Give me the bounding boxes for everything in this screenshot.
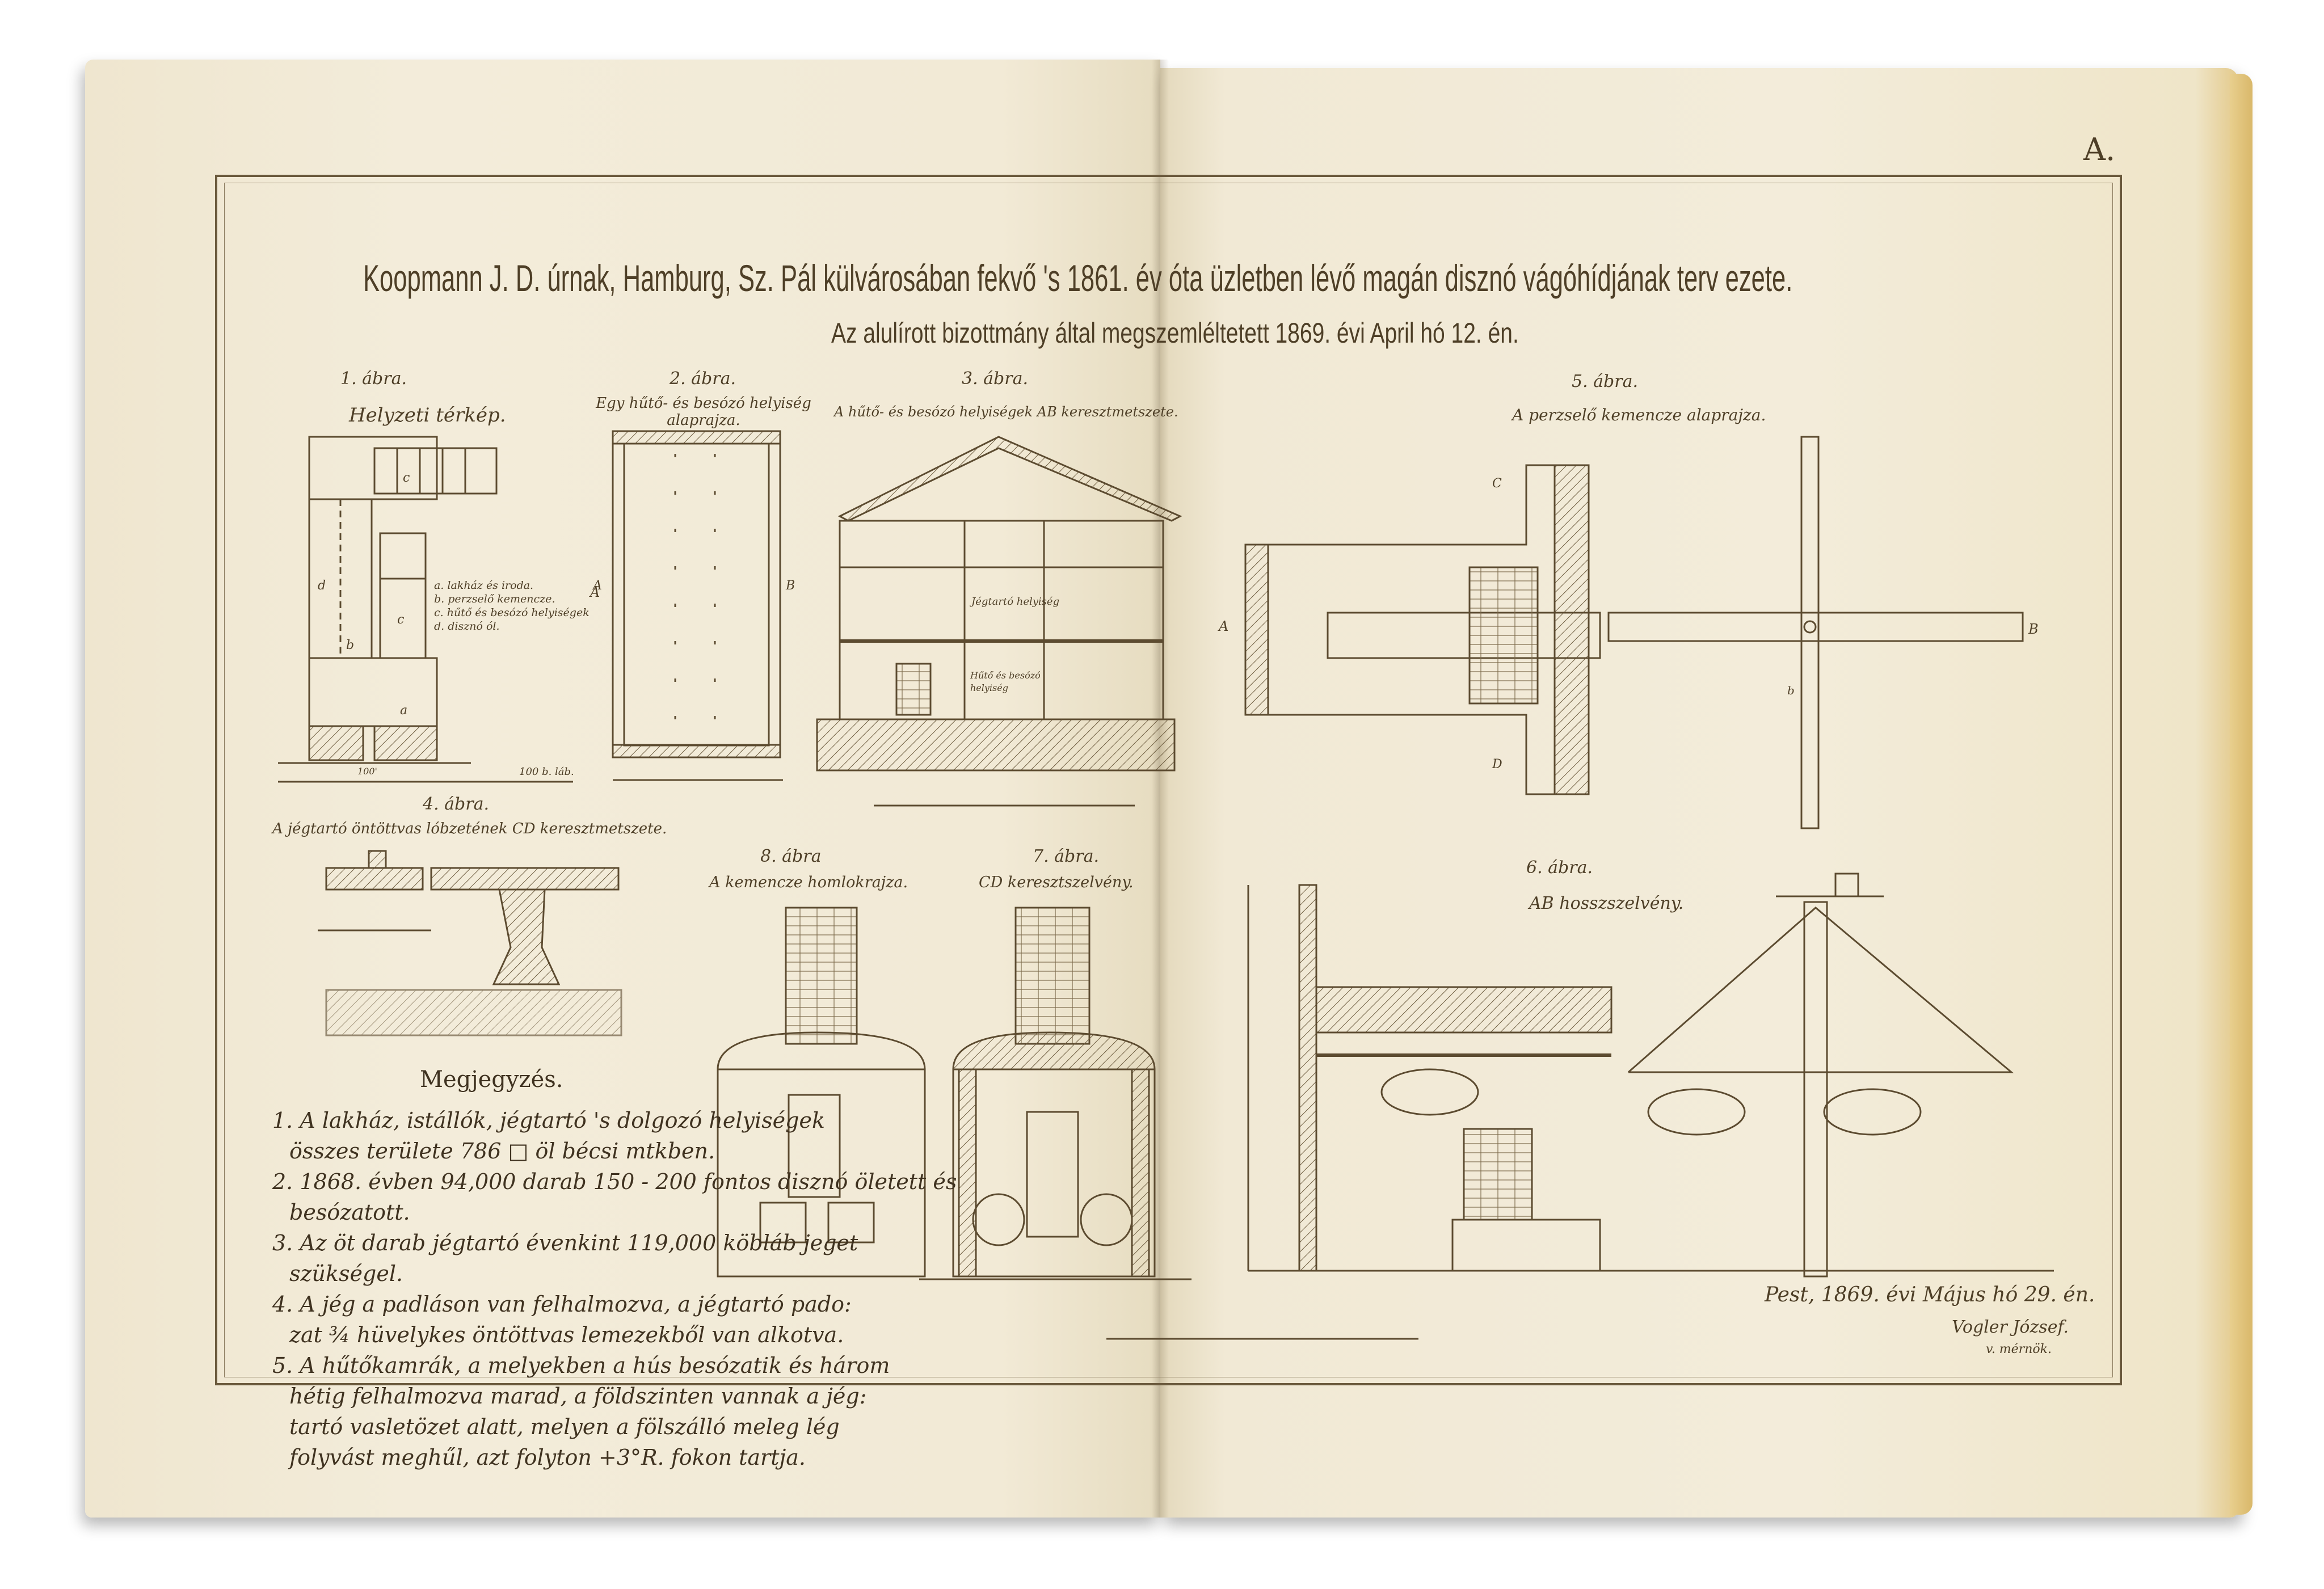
plate-border xyxy=(215,175,2122,1385)
note-line: tartó vasletözet alatt, melyen a fölszál… xyxy=(289,1414,840,1439)
legend-item: d. disznó ól. xyxy=(434,620,500,633)
notes-heading: Megjegyzés. xyxy=(420,1067,563,1093)
fig7-caption: CD keresztszelvény. xyxy=(979,874,1134,891)
fig4-caption: A jégtartó öntöttvas lóbzetének CD keres… xyxy=(272,820,667,837)
note-line: 1. A lakház, istállók, jégtartó 's dolgo… xyxy=(272,1108,825,1133)
fig5-mark-C: C xyxy=(1492,477,1502,491)
note-line: szükségel. xyxy=(289,1261,403,1286)
fig8-caption: A kemencze homlokrajza. xyxy=(709,874,908,891)
fig1-mark-a: a xyxy=(400,703,408,718)
notes-list: 1. A lakház, istállók, jégtartó 's dolgo… xyxy=(272,1105,957,1473)
plate-letter: A. xyxy=(2083,132,2116,167)
fig3-mark-ice: Jégtartó helyiség xyxy=(971,596,1060,608)
fig4-label: 4. ábra. xyxy=(423,794,490,814)
note-line: besózatott. xyxy=(289,1200,410,1225)
fig8-label: 8. ábra xyxy=(760,846,822,866)
note-line: zat ¾ hüvelykes öntöttvas lemezekből van… xyxy=(289,1322,844,1347)
fig6-caption: AB hosszszelvény. xyxy=(1529,893,1684,913)
fig5-label: 5. ábra. xyxy=(1572,372,1639,391)
fig2-caption: Egy hűtő- és besózó helyiség alaprajza. xyxy=(596,395,811,429)
fig1-label: 1. ábra. xyxy=(340,369,407,389)
fig1-mark-A: A xyxy=(590,584,600,600)
fig1-scale-label: 100 b. láb. xyxy=(519,766,574,778)
fig4-detail xyxy=(318,850,622,1036)
legend-item: a. lakház és iroda. xyxy=(434,579,534,592)
note-line: hétig felhalmozva marad, a földszinten v… xyxy=(289,1384,867,1409)
fig3-cross-section xyxy=(816,436,1182,807)
signature-role: v. mérnök. xyxy=(1986,1342,2052,1356)
fig1-caption: Helyzeti térkép. xyxy=(349,404,506,427)
note-line: 3. Az öt darab jégtartó évenkint 119,000… xyxy=(272,1230,858,1255)
fig8-oven-front xyxy=(717,907,926,1278)
note-line: 2. 1868. évben 94,000 darab 150 - 200 fo… xyxy=(272,1169,957,1194)
fig1-mark-c: c xyxy=(403,471,410,485)
signature-date: Pest, 1869. évi Május hó 29. én. xyxy=(1765,1283,2095,1306)
plate-title: Koopmann J. D. úrnak, Hamburg, Sz. Pál k… xyxy=(363,257,1793,299)
legend-item: c. hűtő és besózó helyiségek xyxy=(434,606,590,619)
fig3-mark-cool: Hűtő és besózó helyiség xyxy=(970,670,1041,693)
fig6-long-section xyxy=(1247,873,2054,1278)
legend-item: b. perzselő kemencze. xyxy=(434,593,555,605)
left-page xyxy=(85,60,1160,1518)
fig3-label: 3. ábra. xyxy=(962,369,1029,389)
fig2-mark-A: A xyxy=(593,579,602,593)
fig6-label: 6. ábra. xyxy=(1526,858,1593,878)
fig5-caption: A perzselő kemencze alaprajza. xyxy=(1512,406,1766,424)
plate-subtitle: Az alulírott bizottmány által megszemlél… xyxy=(831,317,1519,349)
note-line: 5. A hűtőkamrák, a melyekben a hús besóz… xyxy=(272,1353,890,1378)
fig1-legend: a. lakház és iroda. b. perzselő kemencze… xyxy=(434,579,590,633)
fig5-mark-b: b xyxy=(1787,684,1795,697)
fig7-label: 7. ábra. xyxy=(1033,846,1100,866)
note-line: összes területe 786 □ öl bécsi mtkben. xyxy=(289,1139,715,1164)
fig1-mark-d: d xyxy=(318,579,326,593)
fig5-mark-D: D xyxy=(1492,757,1502,772)
fig2-room-plan xyxy=(612,430,783,781)
fig5-oven-plan xyxy=(1244,436,2024,829)
plate-border-inner xyxy=(224,183,2113,1377)
fig5-mark-A: A xyxy=(1219,618,1229,634)
right-page xyxy=(1160,68,2238,1518)
fig1-mark-b: b xyxy=(346,638,355,652)
fig7-oven-section xyxy=(919,907,1418,1340)
fig1-site-plan xyxy=(278,436,573,783)
page-edge xyxy=(2230,74,2253,1515)
fig5-mark-B: B xyxy=(2028,621,2039,637)
fig2-mark-B: B xyxy=(786,579,795,593)
fig2-label: 2. ábra. xyxy=(670,369,736,389)
fig1-mark-c2: c xyxy=(397,613,405,627)
fig3-caption: A hűtő- és besózó helyiségek AB keresztm… xyxy=(834,404,1178,420)
note-line: folyvást meghűl, azt folyton +3°R. fokon… xyxy=(289,1445,806,1470)
note-line: 4. A jég a padláson van felhalmozva, a j… xyxy=(272,1292,852,1317)
fig1-dimension: 100' xyxy=(357,766,377,777)
signature-name: Vogler József. xyxy=(1952,1317,2069,1337)
